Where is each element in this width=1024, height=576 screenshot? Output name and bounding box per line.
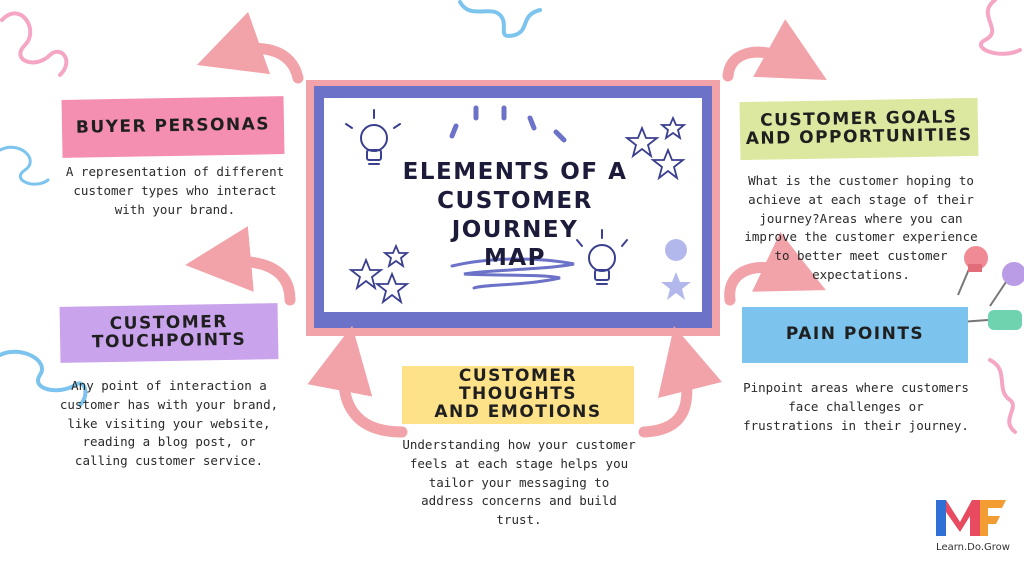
- label-line: AND OPPORTUNITIES: [745, 125, 973, 149]
- label-line: PAIN POINTS: [785, 324, 925, 345]
- thoughts-label: CUSTOMER THOUGHTS AND EMOTIONS: [402, 366, 634, 424]
- goals-description: What is the customer hoping to achieve a…: [744, 173, 978, 282]
- star-icon: [624, 115, 687, 181]
- page-title: ELEMENTS OF A CUSTOMER JOURNEY MAP: [370, 158, 660, 273]
- arrow-icon: [185, 226, 296, 306]
- arrow-icon: [638, 325, 723, 438]
- pain-points-label: PAIN POINTS: [742, 307, 968, 363]
- thoughts-description: Understanding how your customer feels at…: [402, 437, 636, 527]
- brand-logo: [936, 500, 1006, 536]
- lightbulb-icon: [576, 229, 628, 285]
- arrow-icon: [307, 325, 408, 438]
- label-line: BUYER PERSONAS: [75, 114, 271, 138]
- buyer-personas-description: A representation of different customer t…: [65, 164, 285, 217]
- star-icon: [348, 243, 410, 305]
- touchpoints-label: CUSTOMER TOUCHPOINTS: [59, 303, 279, 363]
- logo-tagline: Learn.Do.Grow: [936, 542, 1010, 553]
- label-line: CUSTOMER THOUGHTS: [458, 366, 578, 405]
- touchpoints-description: Any point of interaction a customer has …: [59, 378, 279, 468]
- push-pin-icon: [957, 246, 1024, 330]
- goals-label: CUSTOMER GOALS AND OPPORTUNITIES: [739, 97, 979, 161]
- buyer-personas-label: BUYER PERSONAS: [61, 96, 285, 158]
- title-line: MAP: [483, 245, 547, 272]
- arrow-icon: [724, 232, 826, 306]
- arrow-icon: [196, 11, 304, 84]
- lightbulb-icon: [345, 109, 401, 165]
- title-line: CUSTOMER JOURNEY: [437, 187, 593, 243]
- label-line: AND EMOTIONS: [434, 401, 602, 422]
- dot-decoration: [665, 239, 687, 261]
- arrow-icon: [722, 19, 827, 82]
- pain-points-description: Pinpoint areas where customers face chal…: [743, 380, 969, 433]
- card-decorations: [345, 105, 691, 305]
- title-line: ELEMENTS OF A: [402, 159, 628, 185]
- label-line: TOUCHPOINTS: [91, 329, 247, 353]
- star-icon: [661, 272, 691, 300]
- scribble-decoration: [450, 257, 575, 290]
- ray-decoration: [449, 105, 567, 143]
